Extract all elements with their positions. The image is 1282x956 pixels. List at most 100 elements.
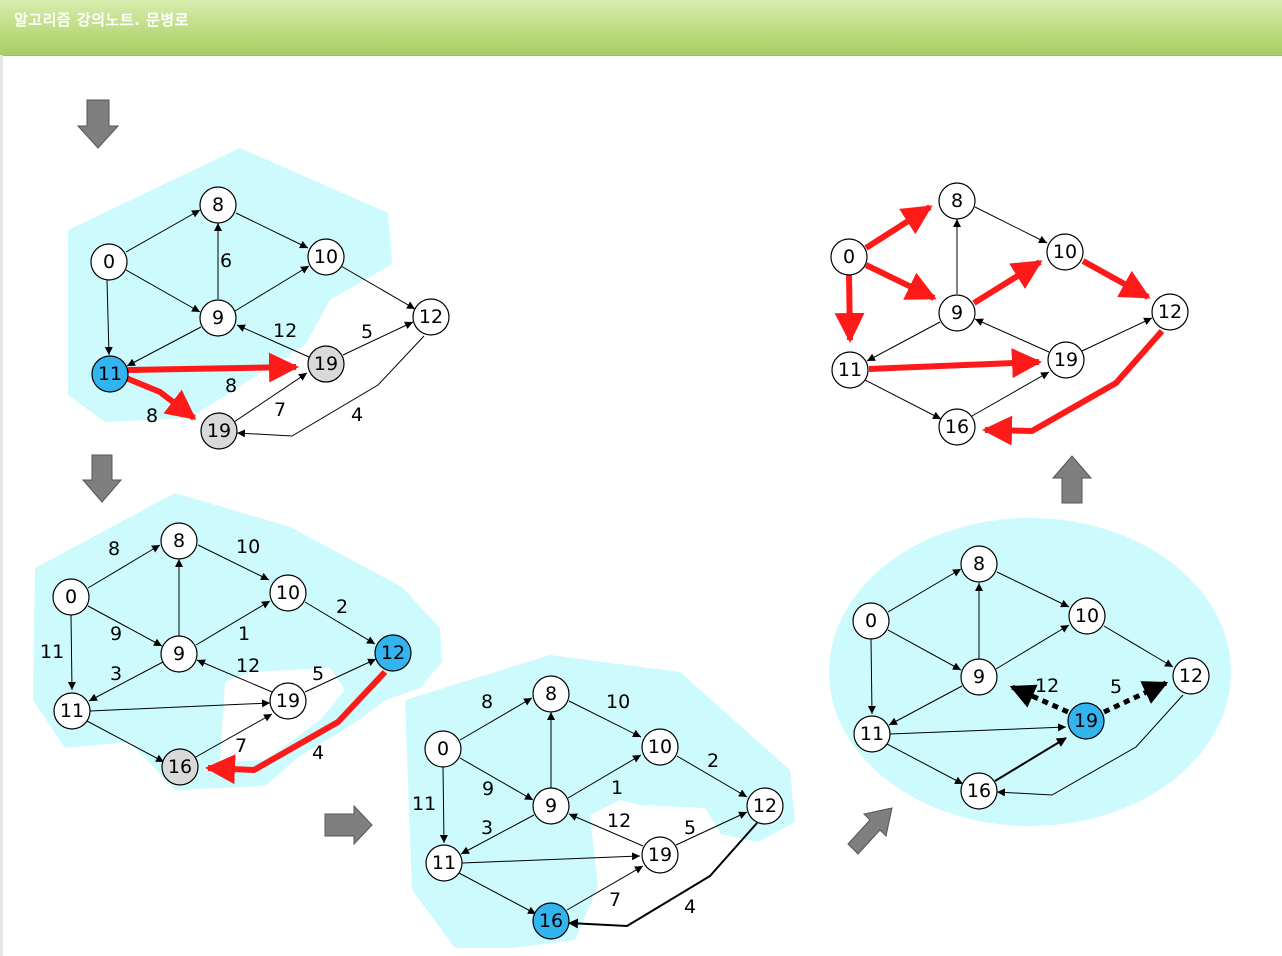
svg-text:11: 11 <box>432 852 456 874</box>
svg-text:11: 11 <box>838 359 862 381</box>
graph-node: 19 <box>1047 341 1085 379</box>
svg-text:9: 9 <box>173 643 185 665</box>
edge-label: 3 <box>110 663 122 685</box>
page-title: 알고리즘 강의노트. 문병로 <box>14 11 189 29</box>
graph-node: 8 <box>938 182 976 220</box>
right-arrow-icon <box>324 804 373 846</box>
edge-label: 4 <box>684 896 696 918</box>
svg-text:19: 19 <box>1054 349 1078 371</box>
visited-region <box>33 493 442 790</box>
graph-node: 9 <box>532 787 570 825</box>
edge-label: 8 <box>225 375 237 397</box>
svg-text:0: 0 <box>65 586 77 608</box>
edge-label: 5 <box>1110 676 1122 698</box>
visited-region <box>829 518 1231 826</box>
svg-text:0: 0 <box>437 738 449 760</box>
graph-node: 0 <box>424 730 462 768</box>
up-right-arrow-icon <box>847 807 893 855</box>
edge-label: 2 <box>336 596 348 618</box>
edge-label: 8 <box>108 538 120 560</box>
diagram-step4: 12 5 0 8 10 9 12 11 19 16 <box>829 518 1231 826</box>
svg-text:10: 10 <box>648 736 672 758</box>
graph-node: 9 <box>160 635 198 673</box>
graph-node: 16 <box>938 408 976 446</box>
svg-text:12: 12 <box>381 642 405 664</box>
graph-node-current: 11 <box>91 355 129 393</box>
graph-node: 12 <box>1172 657 1210 695</box>
graph-node: 0 <box>52 578 90 616</box>
svg-text:12: 12 <box>753 795 777 817</box>
svg-text:10: 10 <box>276 582 300 604</box>
svg-text:0: 0 <box>843 246 855 268</box>
graph-node: 0 <box>830 238 868 276</box>
edge-label: 2 <box>707 750 719 772</box>
edge-label: 10 <box>606 691 630 713</box>
graph-node: 8 <box>532 675 570 713</box>
edge-label: 7 <box>274 399 286 421</box>
svg-text:8: 8 <box>173 530 185 552</box>
edge-label: 12 <box>607 810 631 832</box>
svg-text:16: 16 <box>945 416 969 438</box>
edge-label: 9 <box>482 778 494 800</box>
edge-label: 7 <box>235 735 247 757</box>
edge-label: 12 <box>236 655 260 677</box>
graph-node: 9 <box>938 294 976 332</box>
up-arrow-icon <box>1051 455 1093 504</box>
edge-label: 11 <box>40 641 64 663</box>
svg-text:8: 8 <box>545 683 557 705</box>
graph-node: 0 <box>90 243 128 281</box>
graph-node-candidate: 19 <box>200 412 238 450</box>
svg-text:0: 0 <box>865 610 877 632</box>
svg-text:16: 16 <box>168 756 192 778</box>
edge-label: 4 <box>312 742 324 764</box>
graph-node: 10 <box>1046 233 1084 271</box>
left-edge-strip <box>0 55 3 956</box>
graph-node: 19 <box>641 836 679 874</box>
svg-text:19: 19 <box>648 844 672 866</box>
edge-label: 4 <box>351 404 363 426</box>
graph-node: 10 <box>269 574 307 612</box>
edge-label: 6 <box>220 250 232 272</box>
graph-node: 10 <box>641 728 679 766</box>
graph-node: 11 <box>831 351 869 389</box>
graph-node-current: 16 <box>532 902 570 940</box>
svg-text:19: 19 <box>314 353 338 375</box>
edge-label: 1 <box>611 777 623 799</box>
svg-text:19: 19 <box>207 420 231 442</box>
visited-region <box>405 655 795 948</box>
svg-text:12: 12 <box>419 306 443 328</box>
diagram-step3: 8 10 2 9 1 11 3 12 5 7 4 0 8 10 9 12 11 … <box>405 655 795 948</box>
graph-node: 12 <box>412 298 450 336</box>
edge-label: 3 <box>481 817 493 839</box>
svg-text:0: 0 <box>103 251 115 273</box>
svg-text:19: 19 <box>276 690 300 712</box>
edge-label: 1 <box>238 623 250 645</box>
edge-label: 5 <box>312 663 324 685</box>
svg-text:12: 12 <box>1179 665 1203 687</box>
edge-label: 12 <box>1035 675 1059 697</box>
graph-node-current: 12 <box>374 634 412 672</box>
svg-text:10: 10 <box>1075 605 1099 627</box>
svg-text:11: 11 <box>860 723 884 745</box>
graph-node: 12 <box>1151 293 1189 331</box>
graph-node: 11 <box>425 844 463 882</box>
graph-node: 9 <box>199 299 237 337</box>
graph-node: 10 <box>1068 597 1106 635</box>
svg-text:8: 8 <box>212 194 224 216</box>
svg-text:9: 9 <box>951 302 963 324</box>
graph-node: 10 <box>307 238 345 276</box>
graph-node: 8 <box>160 522 198 560</box>
svg-text:10: 10 <box>314 246 338 268</box>
svg-text:9: 9 <box>545 795 557 817</box>
edge-label: 12 <box>273 320 297 342</box>
diagram-step1: 6 12 5 8 8 7 4 0 8 10 9 12 11 19 19 <box>68 148 450 450</box>
graph-node: 11 <box>53 692 91 730</box>
edge-label: 9 <box>110 623 122 645</box>
graph-node-candidate: 19 <box>307 345 345 383</box>
svg-text:11: 11 <box>60 700 84 722</box>
graph-node-candidate: 16 <box>161 748 199 786</box>
svg-text:9: 9 <box>973 666 985 688</box>
graph-node-current: 19 <box>1067 702 1105 740</box>
diagram-result: 0 8 10 9 12 11 19 16 <box>830 182 1189 446</box>
